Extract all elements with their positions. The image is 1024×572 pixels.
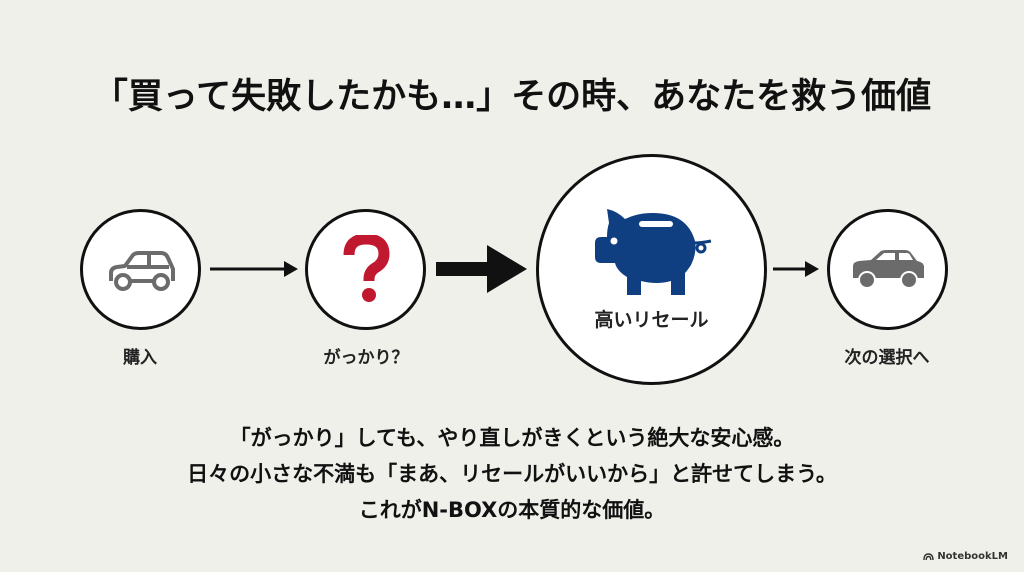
body-text: 「がっかり」しても、やり直しがきくという絶大な安心感。 日々の小さな不満も「まあ… [0,420,1024,528]
notebooklm-logo-icon [923,553,935,561]
step-purchase-circle [80,209,201,330]
bold-arrow-right-icon [436,245,527,293]
step-next-choice-circle [827,209,948,330]
car-outline-icon [108,250,175,291]
step-high-resale-label: 高いリセール [594,309,709,331]
step-next-choice-label: 次の選択へ [844,348,930,368]
body-line: これがN-BOXの本質的な価値。 [358,498,666,522]
notebooklm-watermark: NotebookLM [923,551,1008,562]
step-disappointed-label: がっかり？ [323,348,409,368]
arrow-right-icon [210,261,298,277]
piggy-bank-icon [594,209,711,295]
step-disappointed-circle [305,209,426,330]
slide-title: 「買って失敗したかも…」その時、あなたを救う価値 [92,77,932,117]
step-purchase-label: 購入 [123,348,157,368]
step-high-resale-circle: 高いリセール [536,154,767,385]
question-mark-icon [343,234,390,302]
arrow-right-icon [773,261,819,277]
body-line: 「がっかり」しても、やり直しがきくという絶大な安心感。 [229,426,795,450]
body-line: 日々の小さな不満も「まあ、リセールがいいから」と許せてしまう。 [187,462,837,486]
car-filled-icon [852,249,924,289]
brand-label: NotebookLM [937,551,1008,562]
